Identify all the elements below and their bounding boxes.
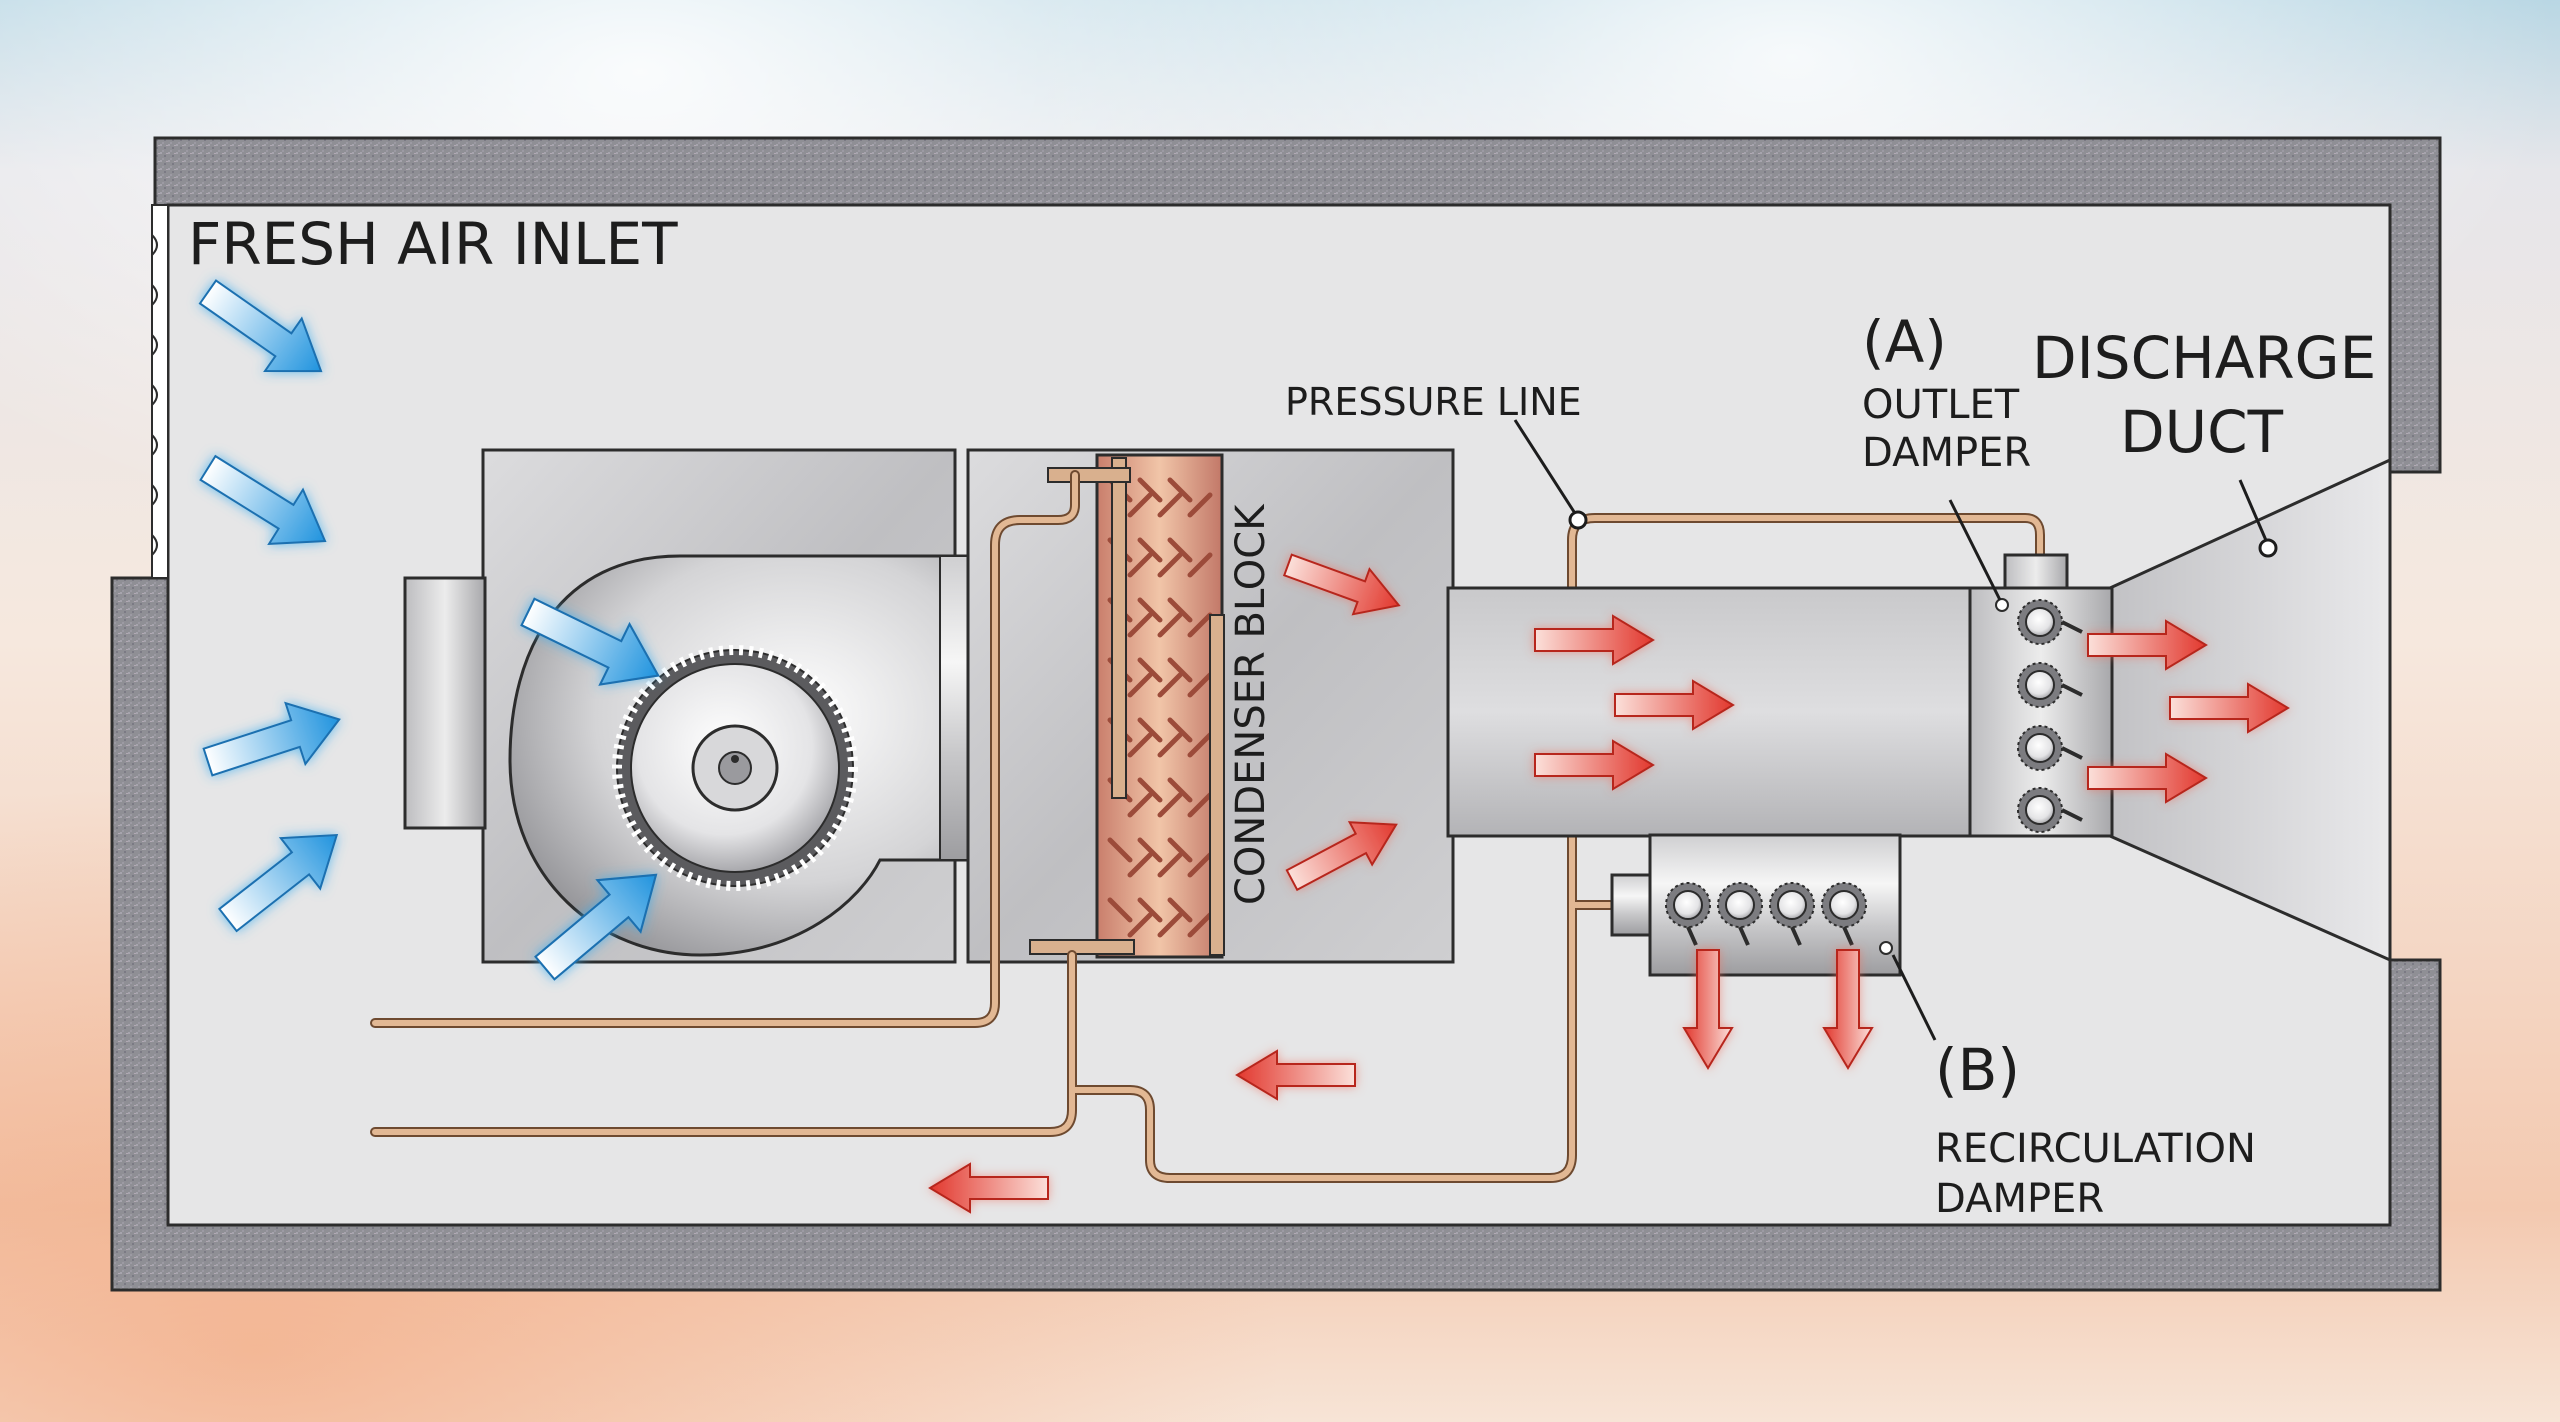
condenser-block-label: CONDENSER BLOCK (1228, 503, 1274, 905)
callout-leaders (1513, 419, 2270, 1041)
recirculation-damper-label-line2: DAMPER (1935, 1176, 2104, 1222)
centrifugal-fan-icon (612, 645, 858, 891)
outlet-damper-marker: (A) (1862, 308, 1947, 376)
condenser-compartment (966, 448, 1455, 964)
gear-icon (1665, 882, 1867, 928)
fresh-air-louvre (151, 204, 169, 579)
callout-dots (1568, 510, 2278, 558)
recirculation-damper-label-line1: RECIRCULATION (1935, 1126, 2256, 1172)
blower-housing (403, 448, 988, 964)
fresh-air-inlet-label: FRESH AIR INLET (188, 210, 678, 278)
pressure-line-label: PRESSURE LINE (1285, 380, 1582, 424)
recirculation-damper-marker: (B) (1935, 1036, 2020, 1104)
outlet-damper-label-line1: OUTLET (1862, 382, 2020, 428)
discharge-duct-label-line2: DUCT (2120, 398, 2284, 466)
refrigerant-pipes (370, 470, 2045, 1183)
outlet-damper (1968, 553, 2114, 838)
outlet-damper-label-line2: DAMPER (1862, 430, 2031, 476)
gear-icon (2017, 599, 2063, 833)
discharge-duct-label-line1: DISCHARGE (2032, 324, 2376, 392)
